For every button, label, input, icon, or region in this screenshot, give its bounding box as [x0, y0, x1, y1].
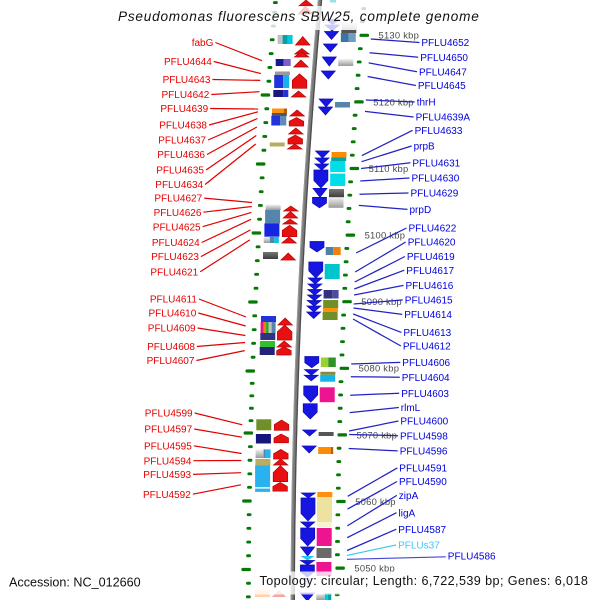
svg-text:PFLU4616: PFLU4616 — [406, 281, 454, 292]
svg-text:5050 kbp: 5050 kbp — [354, 563, 395, 574]
svg-text:5060 kbp: 5060 kbp — [355, 496, 396, 507]
svg-text:PFLU4644: PFLU4644 — [164, 57, 212, 68]
svg-text:5120 kbp: 5120 kbp — [373, 96, 414, 107]
svg-text:PFLU4647: PFLU4647 — [419, 67, 467, 78]
svg-text:PFLU4637: PFLU4637 — [158, 136, 206, 147]
svg-text:PFLU4613: PFLU4613 — [403, 328, 451, 339]
svg-text:PFLU4629: PFLU4629 — [411, 189, 459, 200]
svg-text:PFLU4596: PFLU4596 — [400, 447, 448, 458]
svg-text:PFLU4615: PFLU4615 — [405, 296, 453, 307]
svg-text:Topology: circular; Length: 6,: Topology: circular; Length: 6,722,539 bp… — [260, 574, 589, 588]
svg-text:PFLU4587: PFLU4587 — [398, 525, 446, 536]
svg-text:PFLU4599: PFLU4599 — [145, 409, 193, 420]
svg-text:prpB: prpB — [414, 142, 435, 153]
svg-text:PFLU4639: PFLU4639 — [160, 104, 208, 115]
svg-text:Accession: NC_012660: Accession: NC_012660 — [9, 576, 141, 590]
svg-text:ligA: ligA — [399, 508, 416, 519]
svg-text:PFLU4621: PFLU4621 — [150, 267, 198, 278]
svg-text:PFLU4612: PFLU4612 — [403, 342, 451, 353]
svg-text:5110 kbp: 5110 kbp — [369, 163, 409, 174]
svg-text:PFLU4592: PFLU4592 — [143, 490, 191, 501]
svg-text:PFLU4635: PFLU4635 — [156, 166, 204, 177]
svg-text:PFLU4619: PFLU4619 — [407, 252, 455, 263]
svg-text:PFLU4617: PFLU4617 — [406, 266, 454, 277]
svg-text:PFLU4634: PFLU4634 — [155, 180, 203, 191]
svg-text:PFLU4650: PFLU4650 — [420, 53, 468, 64]
svg-text:PFLU4607: PFLU4607 — [147, 356, 195, 367]
svg-text:PFLU4603: PFLU4603 — [401, 389, 449, 400]
svg-text:PFLU4636: PFLU4636 — [157, 150, 205, 161]
svg-text:5080 kbp: 5080 kbp — [359, 363, 400, 374]
svg-text:PFLU4609: PFLU4609 — [148, 324, 196, 335]
svg-text:PFLU4643: PFLU4643 — [163, 75, 211, 86]
svg-text:PFLU4594: PFLU4594 — [144, 456, 192, 467]
svg-text:5100 kbp: 5100 kbp — [365, 230, 406, 241]
svg-text:PFLU4611: PFLU4611 — [150, 295, 198, 306]
svg-text:thrH: thrH — [417, 98, 436, 109]
svg-text:PFLU4631: PFLU4631 — [412, 158, 460, 169]
svg-text:PFLU4624: PFLU4624 — [152, 238, 200, 249]
svg-text:PFLUs37: PFLUs37 — [398, 541, 440, 552]
svg-text:Pseudomonas fluorescens SBW25,: Pseudomonas fluorescens SBW25, complete … — [118, 9, 480, 24]
svg-text:PFLU4625: PFLU4625 — [153, 222, 201, 233]
svg-text:PFLU4610: PFLU4610 — [148, 309, 196, 320]
svg-text:PFLU4590: PFLU4590 — [399, 477, 447, 488]
svg-text:fabG: fabG — [192, 38, 214, 49]
svg-text:PFLU4600: PFLU4600 — [400, 417, 448, 428]
svg-text:PFLU4630: PFLU4630 — [412, 174, 460, 185]
svg-text:rlmL: rlmL — [401, 403, 421, 414]
svg-text:PFLU4620: PFLU4620 — [408, 238, 456, 249]
svg-text:PFLU4606: PFLU4606 — [402, 358, 450, 369]
svg-text:PFLU4608: PFLU4608 — [147, 342, 195, 353]
svg-text:PFLU4591: PFLU4591 — [399, 464, 447, 475]
svg-text:PFLU4642: PFLU4642 — [161, 90, 209, 101]
svg-text:PFLU4622: PFLU4622 — [409, 224, 457, 235]
svg-text:PFLU4595: PFLU4595 — [144, 441, 192, 452]
svg-text:5130 kbp: 5130 kbp — [379, 30, 420, 41]
svg-text:PFLU4593: PFLU4593 — [143, 470, 191, 481]
svg-text:PFLU4598: PFLU4598 — [400, 431, 448, 442]
svg-text:PFLU4645: PFLU4645 — [418, 81, 466, 92]
svg-text:PFLU4627: PFLU4627 — [154, 194, 202, 205]
svg-text:PFLU4597: PFLU4597 — [144, 425, 192, 436]
svg-text:PFLU4638: PFLU4638 — [159, 121, 207, 132]
svg-text:PFLU4623: PFLU4623 — [151, 252, 199, 263]
svg-text:PFLU4652: PFLU4652 — [421, 38, 469, 49]
svg-text:prpD: prpD — [410, 205, 432, 216]
svg-text:PFLU4586: PFLU4586 — [448, 552, 496, 563]
svg-text:zipA: zipA — [399, 491, 419, 502]
svg-text:PFLU4614: PFLU4614 — [404, 310, 452, 321]
svg-text:PFLU4639A: PFLU4639A — [416, 113, 471, 124]
svg-text:PFLU4633: PFLU4633 — [415, 126, 463, 137]
svg-text:PFLU4604: PFLU4604 — [402, 373, 450, 384]
svg-text:PFLU4626: PFLU4626 — [154, 208, 202, 219]
